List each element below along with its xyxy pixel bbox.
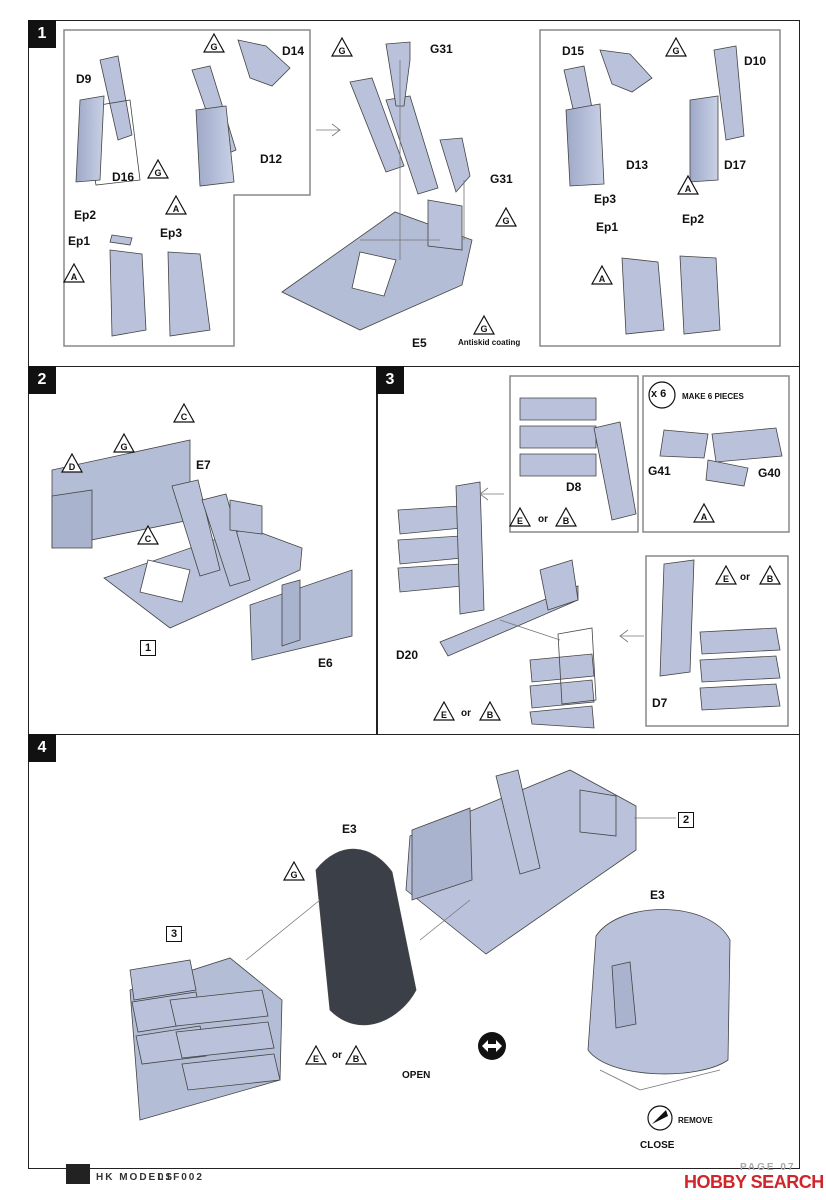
svg-text:E: E bbox=[517, 516, 523, 526]
svg-text:G: G bbox=[672, 46, 679, 56]
part-g31-side: G31 bbox=[490, 172, 513, 186]
part-d20: D20 bbox=[396, 648, 419, 662]
part-ep1-right: Ep1 bbox=[596, 220, 619, 234]
or-word-3: or bbox=[461, 708, 471, 719]
part-g40: G40 bbox=[758, 466, 781, 480]
svg-text:B: B bbox=[767, 574, 774, 584]
svg-text:G: G bbox=[290, 870, 297, 880]
part-d13: D13 bbox=[626, 158, 649, 172]
part-ep2-right: Ep2 bbox=[682, 212, 705, 226]
footer-code: 01F002 bbox=[158, 1172, 204, 1183]
svg-text:E: E bbox=[313, 1054, 319, 1064]
part-e5: E5 bbox=[412, 336, 427, 350]
part-d10: D10 bbox=[744, 54, 767, 68]
svg-text:E: E bbox=[441, 710, 447, 720]
svg-text:G: G bbox=[502, 216, 509, 226]
svg-text:A: A bbox=[71, 272, 78, 282]
part-d15: D15 bbox=[562, 44, 585, 58]
step3-number: 3 bbox=[376, 366, 404, 394]
svg-text:E: E bbox=[723, 574, 729, 584]
part-d17: D17 bbox=[724, 158, 747, 172]
part-d12: D12 bbox=[260, 152, 283, 166]
part-e7: E7 bbox=[196, 458, 211, 472]
part-d7: D7 bbox=[652, 696, 668, 710]
svg-text:G: G bbox=[480, 324, 487, 334]
step4-number: 4 bbox=[28, 734, 56, 762]
multiplier: x 6 bbox=[651, 388, 667, 400]
step2-number: 2 bbox=[28, 366, 56, 394]
svg-text:C: C bbox=[181, 412, 188, 422]
svg-text:C: C bbox=[145, 534, 152, 544]
svg-text:B: B bbox=[353, 1054, 360, 1064]
antiskid-note: Antiskid coating bbox=[458, 338, 521, 347]
part-ep3: Ep3 bbox=[160, 226, 183, 240]
or-word-4: or bbox=[332, 1050, 342, 1061]
svg-text:A: A bbox=[173, 204, 180, 214]
part-e3-detail: E3 bbox=[650, 888, 665, 902]
or-word-2: or bbox=[740, 572, 750, 583]
svg-text:B: B bbox=[563, 516, 570, 526]
make-pieces-note: MAKE 6 PIECES bbox=[682, 392, 744, 401]
part-ep3-right: Ep3 bbox=[594, 192, 617, 206]
hk-logo-icon bbox=[66, 1164, 90, 1184]
part-ep2: Ep2 bbox=[74, 208, 97, 222]
svg-text:G: G bbox=[154, 168, 161, 178]
step1-number: 1 bbox=[28, 20, 56, 48]
svg-text:D: D bbox=[69, 462, 76, 472]
part-e6: E6 bbox=[318, 656, 333, 670]
remove-label: REMOVE bbox=[678, 1116, 713, 1125]
watermark: HOBBY SEARCH bbox=[684, 1172, 824, 1192]
part-d9: D9 bbox=[76, 72, 92, 86]
part-d14: D14 bbox=[282, 44, 305, 58]
part-g41: G41 bbox=[648, 464, 671, 478]
footer-brand: HK MODELS bbox=[96, 1172, 174, 1183]
svg-text:G: G bbox=[338, 46, 345, 56]
ref-step1: 1 bbox=[140, 640, 156, 656]
close-label: CLOSE bbox=[640, 1140, 675, 1151]
svg-text:A: A bbox=[599, 274, 606, 284]
part-e3-main: E3 bbox=[342, 822, 357, 836]
part-g31-top: G31 bbox=[430, 42, 453, 56]
part-ep1: Ep1 bbox=[68, 234, 91, 248]
step4-frame bbox=[28, 734, 800, 1169]
callout-g: G bbox=[210, 42, 217, 52]
part-d8: D8 bbox=[566, 480, 582, 494]
ref-step3: 3 bbox=[166, 926, 182, 942]
svg-text:G: G bbox=[120, 442, 127, 452]
svg-text:A: A bbox=[685, 184, 692, 194]
svg-text:A: A bbox=[701, 512, 708, 522]
ref-step2: 2 bbox=[678, 812, 694, 828]
open-label: OPEN bbox=[402, 1070, 431, 1081]
svg-text:B: B bbox=[487, 710, 494, 720]
footer-page: PAGE 07 bbox=[740, 1162, 796, 1173]
part-d16: D16 bbox=[112, 170, 135, 184]
or-word-1: or bbox=[538, 514, 548, 525]
